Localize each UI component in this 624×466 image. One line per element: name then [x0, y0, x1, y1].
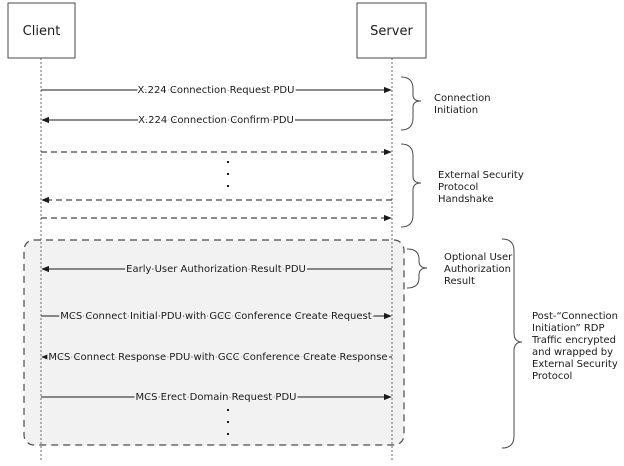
- connection-initiation-brace: [400, 76, 422, 131]
- post-connection-brace: [501, 238, 523, 449]
- optional-auth-brace: [406, 248, 428, 289]
- server-actor-label: Server: [370, 24, 413, 39]
- msg-mcs-erect-domain-label: MCS Erect Domain Request PDU: [136, 392, 297, 403]
- ext-security-ellipsis: [227, 161, 229, 187]
- optional-auth-label: Optional User Authorization Result: [444, 252, 515, 287]
- client-actor: Client: [7, 2, 76, 59]
- msg-x224-confirm-label: X.224 Connection Confirm PDU: [138, 115, 294, 126]
- msg-mcs-connect-initial-label: MCS Connect Initial PDU with GCC Confere…: [60, 311, 371, 322]
- msg-mcs-connect-response-label: MCS Connect Response PDU with GCC Confer…: [48, 352, 387, 363]
- connection-initiation-label: Connection Initiation: [434, 93, 494, 116]
- external-security-label: External Security Protocol Handshake: [438, 170, 527, 205]
- msg-early-auth-label: Early User Authorization Result PDU: [126, 264, 306, 275]
- mcs-ellipsis: [227, 409, 229, 435]
- msg-x224-request-label: X.224 Connection Request PDU: [138, 85, 295, 96]
- client-actor-label: Client: [23, 24, 61, 39]
- server-actor: Server: [356, 2, 427, 59]
- external-security-brace: [400, 143, 422, 228]
- encrypted-region-box: [23, 239, 405, 446]
- post-connection-label: Post-“Connection Initiation” RDP Traffic…: [531, 311, 621, 382]
